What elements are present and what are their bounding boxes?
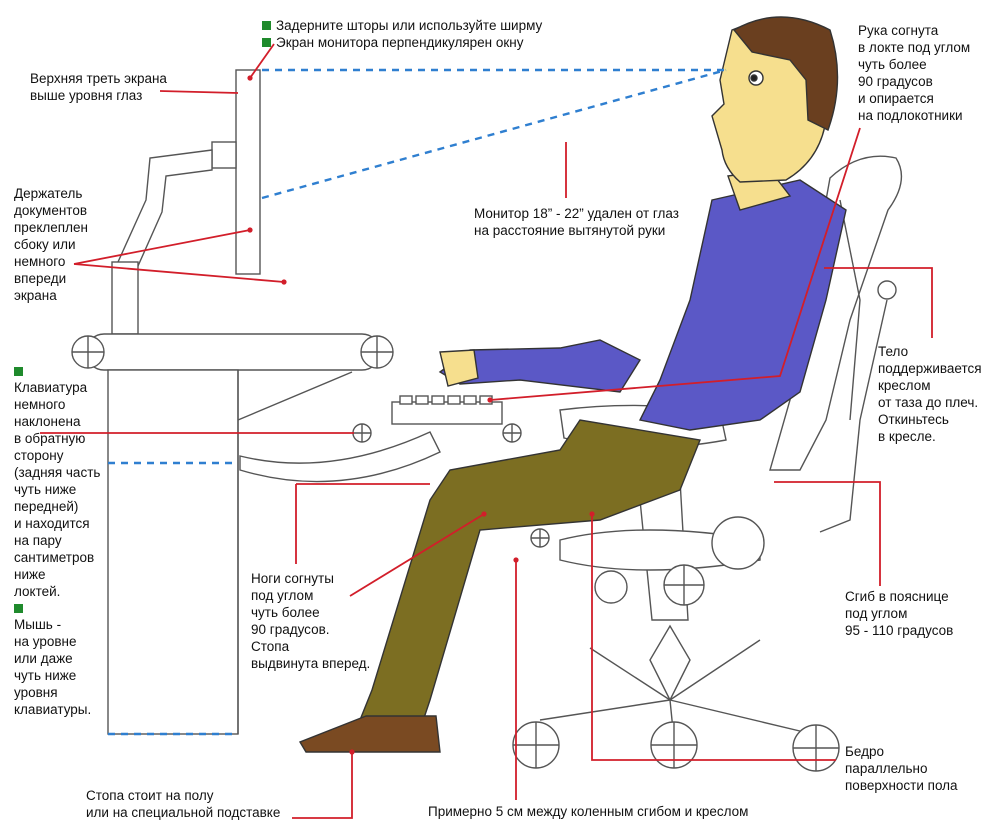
label-monitor-distance: Монитор 18” - 22” удален от глаз на расс… (474, 206, 679, 238)
label-lumbar: Сгиб в пояснице под углом 95 - 110 граду… (845, 589, 954, 638)
document-holder-post (111, 261, 139, 335)
chair-back-knob (877, 280, 897, 300)
leader-top-third (159, 90, 239, 94)
hand (439, 349, 479, 387)
leader-doc-holder (73, 229, 251, 265)
chair-wheel-top-left (594, 570, 628, 604)
label-mouse: Мышь - на уровне или даже чуть ниже уров… (14, 602, 91, 718)
bullet-icon (14, 367, 23, 376)
keyboard-tray (239, 431, 441, 483)
label-legs: Ноги согнуты под углом чуть более 90 гра… (251, 571, 371, 671)
chair-back (769, 155, 903, 471)
leader-body-support (824, 267, 933, 338)
bullet-icon (262, 21, 271, 30)
hair (732, 16, 839, 131)
monitor-mount (211, 141, 237, 169)
chair-seat-plate (559, 529, 761, 571)
label-window: Экран монитора перпендикулярен окну (262, 34, 523, 51)
label-keyboard: Клавиатура немного наклонена в обратную … (14, 365, 100, 600)
chair-wheel-top-right (711, 516, 765, 570)
desk-leg (107, 369, 239, 735)
label-doc-holder: Держатель документов преклеплен сбоку ил… (14, 186, 88, 303)
label-top-third: Верхняя треть экрана выше уровня глаз (30, 71, 167, 103)
seated-person (298, 16, 847, 753)
label-foot: Стопа стоит на полу или на специальной п… (86, 788, 281, 820)
keyboard-keys (399, 395, 493, 405)
leader-foot (292, 752, 353, 819)
label-curtains: Задерните шторы или используйте ширму (262, 17, 542, 34)
chair-base (649, 624, 691, 702)
leader-thigh (591, 514, 836, 761)
arm (438, 339, 642, 393)
keyboard (391, 401, 503, 425)
label-thigh: Бедро параллельно поверхности пола (845, 744, 958, 793)
shirt (638, 179, 847, 431)
shoe (298, 715, 441, 753)
bullet-icon (262, 38, 271, 47)
label-body-support: Тело поддерживается креслом от таза до п… (878, 344, 982, 444)
sight-line (261, 68, 727, 200)
desk-top (85, 333, 381, 371)
document-holder-arm (116, 149, 213, 267)
label-knee-gap: Примерно 5 см между коленным сгибом и кр… (428, 804, 749, 819)
leader-arm (489, 127, 861, 401)
label-arm: Рука согнута в локте под углом чуть боле… (858, 23, 971, 123)
leader-curtains (249, 43, 275, 79)
monitor (235, 69, 261, 275)
leader-lumbar (774, 481, 881, 586)
bullet-icon (14, 604, 23, 613)
